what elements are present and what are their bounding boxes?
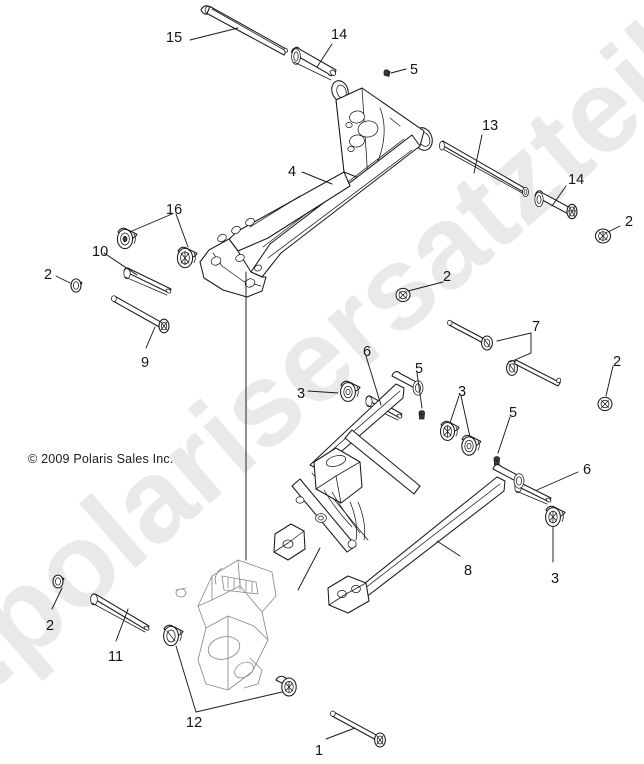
- part-2-flange-nut-mid: [395, 287, 411, 303]
- callout-3-pair: 3: [458, 384, 467, 400]
- part-5-grease-fitting-right: [493, 456, 500, 466]
- part-7-bolt-b: [506, 359, 562, 387]
- callout-15: 15: [166, 30, 183, 46]
- part-3-bushing-bottom-right: [545, 505, 566, 527]
- part-13-pivot-shaft: [439, 140, 529, 197]
- part-5-grease-fitting-mid: [418, 410, 425, 420]
- part-2-flange-nut-bottom-left: [52, 574, 65, 589]
- part-14-sleeve-right: [534, 190, 578, 220]
- bearing-carrier-housing: [175, 559, 277, 691]
- callout-8: 8: [464, 563, 473, 579]
- callout-14-upper: 14: [331, 27, 348, 43]
- part-15-long-bolt: [200, 5, 288, 56]
- part-3-bushing-left: [340, 380, 361, 402]
- callout-5-mid: 5: [415, 361, 424, 377]
- callout-16: 16: [166, 202, 183, 218]
- part-2-flange-nut-left: [70, 278, 83, 293]
- callout-5-upper: 5: [410, 62, 419, 78]
- part-7-bolt-a: [447, 319, 493, 351]
- part-8-lower-control-arm: [273, 371, 525, 614]
- part-10-spacer-sleeve: [123, 267, 172, 296]
- callout-2-left: 2: [44, 267, 53, 283]
- callout-2-mid: 2: [443, 269, 452, 285]
- callout-3-bottom-right: 3: [551, 571, 560, 587]
- callout-6-left: 6: [363, 344, 372, 360]
- sleeve-right-splined-end: [566, 203, 578, 220]
- callout-5-right: 5: [509, 405, 518, 421]
- part-3-bushing-pair-a: [439, 420, 460, 442]
- callout-11: 11: [108, 649, 124, 665]
- part-1-long-bolt: [330, 710, 386, 748]
- callout-2-top-right: 2: [625, 214, 634, 230]
- part-3-bushing-pair-b: [461, 434, 482, 456]
- part-4-upper-control-arm: [199, 80, 433, 298]
- callout-2-right: 2: [613, 354, 622, 370]
- callout-6-right: 6: [583, 462, 592, 478]
- part-16-bushing-a: [116, 227, 138, 250]
- leader-lines: [51, 27, 621, 740]
- callout-3-left: 3: [297, 386, 306, 402]
- callout-4: 4: [288, 164, 297, 180]
- copyright-notice: © 2009 Polaris Sales Inc.: [28, 452, 174, 466]
- part-12-bushing-a: [163, 624, 184, 647]
- part-5-grease-fitting-upper: [383, 69, 391, 77]
- callout-2-bottom-left: 2: [46, 618, 55, 634]
- callout-9: 9: [141, 355, 150, 371]
- part-9-bolt: [111, 295, 170, 334]
- part-2-flange-nut-top-right: [594, 228, 612, 244]
- callout-1: 1: [315, 743, 324, 759]
- callout-12: 12: [186, 715, 203, 731]
- part-16-bushing-b: [176, 246, 198, 269]
- callout-7: 7: [532, 319, 541, 335]
- callout-13: 13: [482, 118, 499, 134]
- callout-14-right: 14: [568, 172, 585, 188]
- part-12-bushing-b: [275, 675, 297, 697]
- part-14-sleeve-upper: [290, 46, 337, 81]
- part-2-flange-nut-right: [597, 396, 613, 412]
- callout-10: 10: [92, 244, 109, 260]
- part-11-spacer-sleeve: [90, 593, 150, 633]
